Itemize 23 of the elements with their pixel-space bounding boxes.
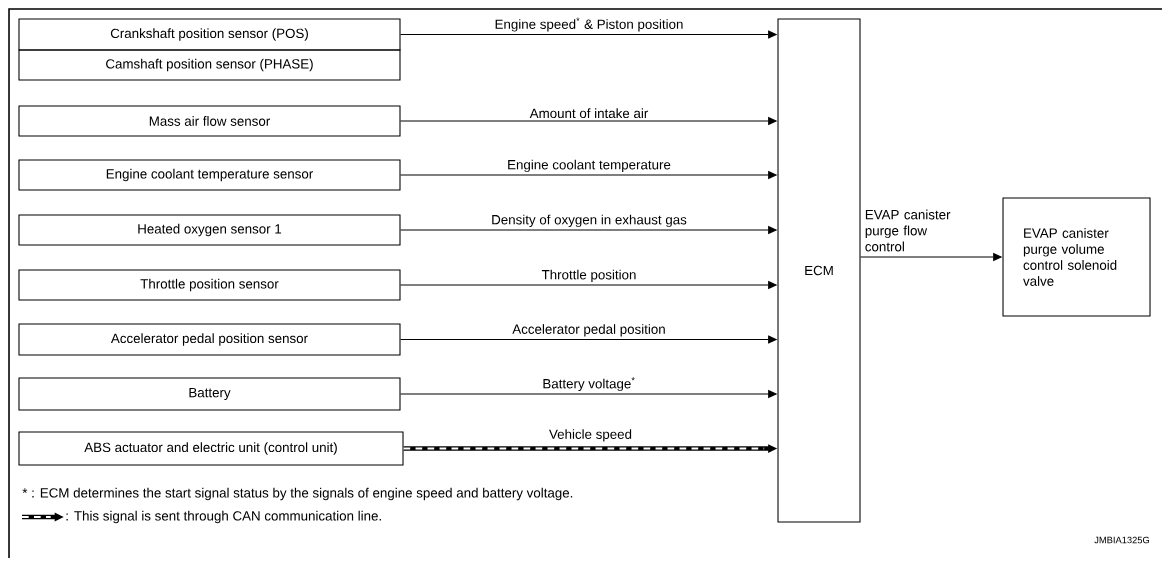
sensor-box: Crankshaft position sensor (POS): [18, 18, 401, 51]
edge-label: Engine coolant temperature: [508, 159, 671, 173]
edge-label: Amount of intake air: [529, 108, 649, 119]
edge-label: EVAP canister purge flow control: [865, 209, 951, 252]
actuator-box: EVAP canister purge volume control solenoid valve: [1002, 197, 1151, 317]
control-module-box: ECM: [777, 18, 861, 523]
sensor-box: Mass air flow sensor: [18, 105, 401, 137]
sensor-box: Engine coolant temperature sensor: [18, 159, 401, 191]
edge-label: Vehicle speed: [549, 429, 632, 442]
edge-label: Battery voltage$^{*}$: [543, 377, 635, 392]
edge-label: Engine speed$^{*}$ & Piston position: [495, 17, 683, 32]
sensor-box: Throttle position sensor: [18, 269, 401, 301]
edge-label: Accelerator pedal position: [512, 324, 665, 337]
sensor-box: Camshaft position sensor (PHASE): [18, 49, 401, 81]
footnote: * : ECM determines the start signal status by the signals of engine speed and battery voltage.: [22, 487, 573, 501]
sensor-box: ABS actuator and electric unit (control unit): [18, 431, 404, 466]
sensor-box: Accelerator pedal position sensor: [18, 323, 401, 356]
figure-code: JMBIA1325G: [1094, 536, 1150, 544]
edge-label: Density of oxygen in exhaust gas: [492, 214, 687, 228]
edge-label: Throttle position: [541, 269, 636, 283]
sensor-box: Battery: [18, 377, 401, 411]
legend-text: : This signal is sent through CAN communication line.: [66, 510, 381, 524]
sensor-box: Heated oxygen sensor 1: [18, 214, 401, 246]
